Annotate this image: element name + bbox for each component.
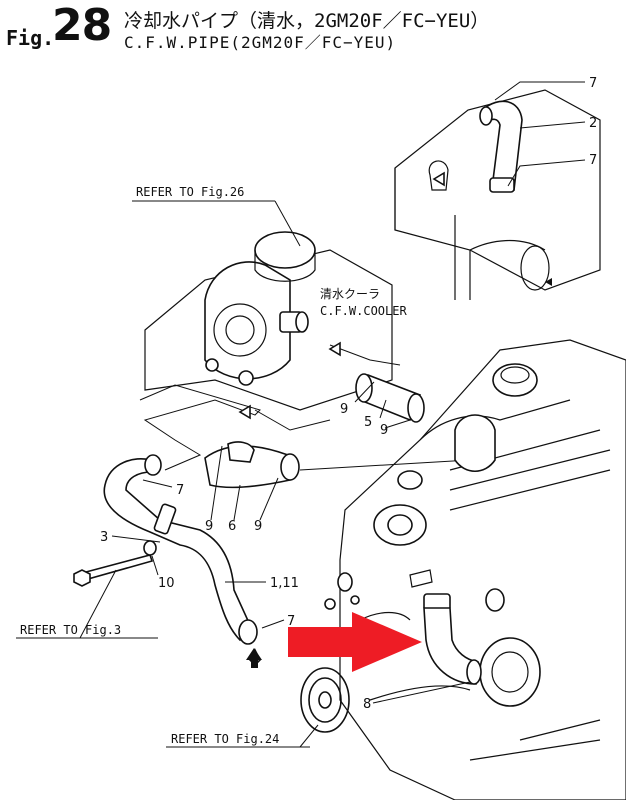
red-direction-arrow [288, 612, 422, 672]
refer-fig24-leader [299, 724, 319, 748]
callout-2: 2 [589, 116, 597, 131]
callout-7-mid: 7 [176, 483, 184, 498]
figure-prefix: Fig. [6, 26, 55, 50]
callout-7-upper: 7 [589, 153, 597, 168]
flow-guide-lines [139, 344, 471, 471]
cooler-label-jp: 清水クーラ [320, 287, 380, 301]
refer-fig3-label: REFER TO Fig.3 [20, 623, 121, 637]
callout-5: 5 [364, 415, 372, 430]
cooler-label-en: C.F.W.COOLER [320, 304, 407, 318]
hose-6 [204, 441, 300, 489]
hose-2 [479, 100, 523, 193]
refer-fig26-leader [274, 200, 301, 247]
callout-8: 8 [363, 697, 371, 712]
engine-lower-outline [324, 339, 626, 800]
callout-leaders [111, 81, 586, 704]
elbow-hose-8 [423, 593, 482, 685]
bolt-3 [73, 554, 154, 587]
title-english: C.F.W.PIPE(2GM20F／FC−YEU) [124, 33, 397, 52]
hose-5 [355, 373, 425, 423]
figure-number: 28 [52, 0, 112, 51]
pipe-1-11 [103, 454, 258, 645]
callout-6: 6 [228, 519, 236, 534]
callout-7-low: 7 [287, 614, 295, 629]
callout-9-d: 9 [254, 519, 262, 534]
callout-9-a: 9 [340, 402, 348, 417]
flow-arrows [238, 171, 552, 668]
refer-fig3-leader [79, 569, 117, 639]
title-japanese: 冷却水パイプ（清水，2GM20F／FC−YEU） [124, 10, 490, 32]
refer-fig24-label: REFER TO Fig.24 [171, 732, 279, 746]
washer-10 [143, 540, 157, 556]
callout-1-11: 1,11 [270, 576, 299, 591]
callout-9-b: 9 [380, 423, 388, 438]
callout-7-top: 7 [589, 76, 597, 91]
fresh-water-cooler [144, 231, 393, 411]
callout-10: 10 [158, 576, 175, 591]
refer-fig26-label: REFER TO Fig.26 [136, 185, 244, 199]
pulley [300, 667, 350, 733]
callout-9-c: 9 [205, 519, 213, 534]
callout-3: 3 [100, 530, 108, 545]
